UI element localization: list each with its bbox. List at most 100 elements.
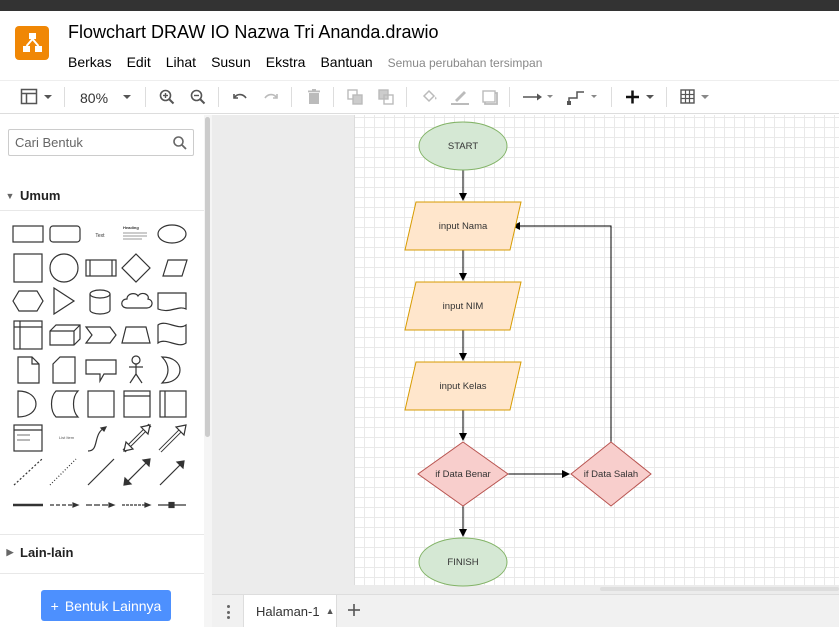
menu-bar: Berkas Edit Lihat Susun Ekstra Bantuan S… [68, 54, 542, 72]
node-finish[interactable]: FINISH [418, 537, 508, 587]
shape-association[interactable] [158, 501, 186, 509]
edge-salah-to-nama[interactable] [512, 222, 612, 442]
document-title[interactable]: Flowchart DRAW IO Nazwa Tri Ananda.drawi… [68, 22, 439, 42]
shape-text[interactable]: Text [95, 233, 105, 239]
shape-ellipse[interactable] [157, 224, 187, 244]
shape-connector-arrow[interactable] [86, 502, 116, 508]
shape-cloud[interactable] [121, 292, 153, 309]
shape-frame[interactable] [123, 390, 151, 418]
section-lain-header[interactable]: ▶ Lain-lain [0, 534, 204, 570]
node-input-nim[interactable]: input NIM [404, 281, 522, 331]
shape-process[interactable] [85, 259, 117, 277]
delete-button[interactable] [305, 86, 323, 108]
zoom-level[interactable]: 80% [80, 90, 109, 106]
shape-internal-storage[interactable] [13, 320, 43, 350]
page-tab[interactable]: Halaman-1 ▲ [243, 595, 337, 627]
save-status[interactable]: Semua perubahan tersimpan [387, 56, 543, 70]
shape-actor[interactable] [129, 355, 143, 384]
shape-cube[interactable] [49, 324, 81, 346]
shadow-button[interactable] [481, 86, 499, 108]
shape-dash-arrow[interactable] [50, 502, 80, 508]
shape-data-storage[interactable] [50, 390, 80, 418]
menu-berkas[interactable]: Berkas [68, 54, 112, 70]
node-start[interactable]: START [418, 121, 508, 171]
waypoints-button[interactable] [567, 86, 601, 108]
shape-hexagon[interactable] [12, 290, 44, 312]
shape-tape[interactable] [157, 322, 187, 346]
shape-bidirectional-connector[interactable] [123, 458, 151, 486]
shape-rounded-rectangle[interactable] [49, 225, 81, 243]
shape-list[interactable] [13, 424, 43, 452]
section-next-header[interactable] [0, 573, 204, 579]
menu-bantuan[interactable]: Bantuan [320, 54, 373, 70]
browser-top-strip [0, 0, 839, 11]
shape-note[interactable] [17, 356, 40, 384]
shape-or[interactable] [160, 356, 181, 384]
shape-callout[interactable] [85, 359, 117, 384]
search-input[interactable] [9, 130, 169, 155]
shape-dashed-line[interactable] [13, 458, 43, 486]
node-if-data-salah[interactable]: if Data Salah [570, 441, 652, 507]
zoom-out-button[interactable] [189, 86, 207, 108]
more-shapes-button[interactable]: + Bentuk Lainnya [41, 590, 171, 621]
section-umum-header[interactable]: ▼ Umum [0, 181, 204, 211]
menu-susun[interactable]: Susun [211, 54, 251, 70]
shape-delay[interactable] [17, 390, 37, 418]
undo-button[interactable] [231, 86, 249, 108]
redo-button[interactable] [262, 86, 280, 108]
zoom-dropdown-button[interactable] [121, 86, 133, 108]
shape-dotted-line[interactable] [49, 458, 77, 486]
shape-document[interactable] [157, 292, 187, 312]
table-icon [680, 89, 709, 104]
horizontal-scrollbar[interactable] [600, 587, 839, 591]
to-back-icon [378, 89, 394, 105]
shape-trapezoid[interactable] [121, 326, 151, 344]
shape-line[interactable] [87, 458, 115, 486]
node-input-nama[interactable]: input Nama [404, 201, 522, 251]
menu-lihat[interactable]: Lihat [165, 54, 197, 70]
shape-cylinder[interactable] [89, 289, 111, 315]
shape-container[interactable] [87, 390, 115, 418]
shape-parallelogram[interactable] [162, 259, 188, 277]
table-button[interactable] [679, 86, 713, 108]
connection-style-button[interactable] [522, 86, 556, 108]
zoom-in-button[interactable] [158, 86, 176, 108]
panel-toggle-button[interactable] [20, 86, 56, 108]
shape-directional-connector[interactable] [159, 460, 185, 486]
shape-link-arrow[interactable] [122, 502, 152, 508]
add-page-icon[interactable] [345, 601, 363, 619]
dot-icon [226, 616, 230, 619]
chevron-up-icon[interactable]: ▲ [325, 606, 335, 616]
node-input-kelas[interactable]: input Kelas [404, 361, 522, 411]
page-tabs-bar: Halaman-1 ▲ [212, 594, 839, 627]
line-color-button[interactable] [450, 86, 470, 108]
insert-button[interactable] [624, 86, 658, 108]
search-icon[interactable] [172, 135, 188, 151]
menu-ekstra[interactable]: Ekstra [265, 54, 306, 70]
page-menu-button[interactable] [222, 603, 234, 621]
node-if-data-benar[interactable]: if Data Benar [417, 441, 509, 507]
fill-color-button[interactable] [420, 86, 438, 108]
shape-swimlane[interactable] [159, 390, 187, 418]
to-front-button[interactable] [346, 86, 364, 108]
shape-card[interactable] [52, 356, 76, 384]
section-umum-label: Umum [20, 188, 61, 203]
shape-list-item[interactable]: List Item [59, 435, 75, 440]
shape-palette: Text Heading [12, 224, 188, 509]
shape-triangle[interactable] [53, 286, 76, 316]
shape-rectangle[interactable] [12, 225, 44, 243]
diagram-canvas[interactable]: START input Nama input NIM input Kelas i… [212, 115, 839, 594]
shape-step[interactable] [84, 326, 117, 344]
shape-diamond[interactable] [121, 253, 151, 283]
shape-circle[interactable] [49, 253, 79, 283]
shape-textbox[interactable]: Heading [123, 225, 147, 240]
toolbar-separator [291, 87, 292, 107]
canvas-page[interactable] [354, 115, 839, 585]
shape-bidirectional-arrow[interactable] [122, 423, 152, 453]
sidebar-scrollbar[interactable] [205, 117, 210, 437]
to-back-button[interactable] [377, 86, 395, 108]
menu-edit[interactable]: Edit [126, 54, 151, 70]
shape-square[interactable] [13, 253, 43, 283]
svg-text:Heading: Heading [123, 225, 139, 230]
shape-arrow[interactable] [158, 424, 187, 453]
